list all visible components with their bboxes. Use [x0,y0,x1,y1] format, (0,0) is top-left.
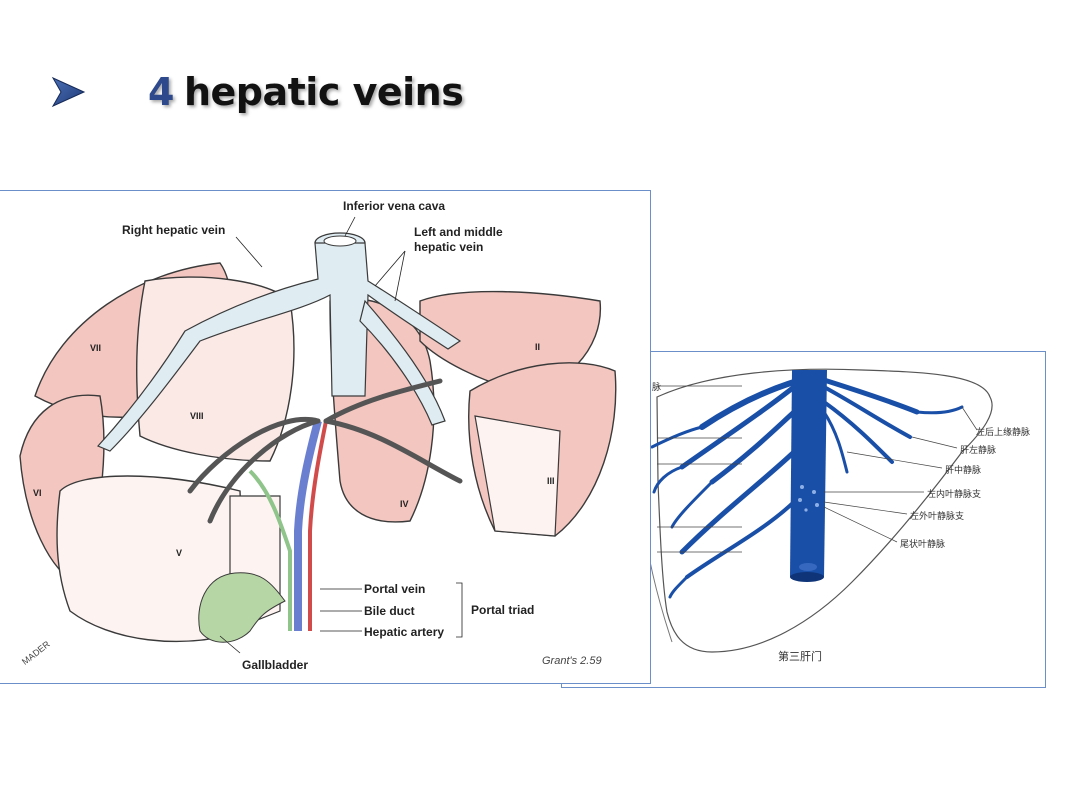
segment-ii: II [535,342,541,352]
arrowhead-bullet-icon [51,76,86,108]
label-vein-fragment: 脉 [652,383,662,393]
label-right-hepatic-vein: Right hepatic vein [122,223,226,237]
figure-caption: 第三肝门 [778,650,822,663]
label-left-middle-hepatic-vein-2: hepatic vein [414,240,484,254]
label-left-hepatic-vein: 肝左静脉 [960,446,997,456]
segment-iv: IV [400,499,409,509]
liver-segments-illustration [19,216,617,654]
label-hepatic-artery: Hepatic artery [364,625,445,639]
figure-credit: Grant's 2.59 [542,655,602,667]
segment-v: V [176,548,183,558]
liver-ivc-illustration [639,368,993,653]
label-left-lateral-lobe-vein: 左外叶静脉支 [910,512,965,522]
label-left-middle-hepatic-vein-1: Left and middle [414,225,503,239]
label-portal-vein: Portal vein [364,582,426,596]
title-number: 4 [148,70,174,114]
label-bile-duct: Bile duct [364,604,415,618]
title-text: hepatic veins [183,70,464,114]
segment-viii: VIII [190,411,204,421]
label-inferior-vena-cava: Inferior vena cava [343,199,446,213]
segment-vi: VI [33,488,42,498]
figure-hepatic-veins-grants: Inferior vena cava Right hepatic vein Le… [0,190,651,684]
label-portal-triad: Portal triad [471,603,535,617]
label-gallbladder: Gallbladder [242,658,309,672]
segment-iii: III [547,476,555,486]
label-caudate-lobe-vein: 尾状叶静脉 [900,540,946,550]
label-left-medial-lobe-vein: 左内叶静脉支 [927,490,982,500]
label-left-posterior-superior-vein: 左后上缘静脉 [976,428,1031,438]
slide-title: 4 hepatic veins [48,62,464,122]
segment-vii: VII [90,343,102,353]
label-middle-hepatic-vein: 肝中静脉 [945,466,982,476]
